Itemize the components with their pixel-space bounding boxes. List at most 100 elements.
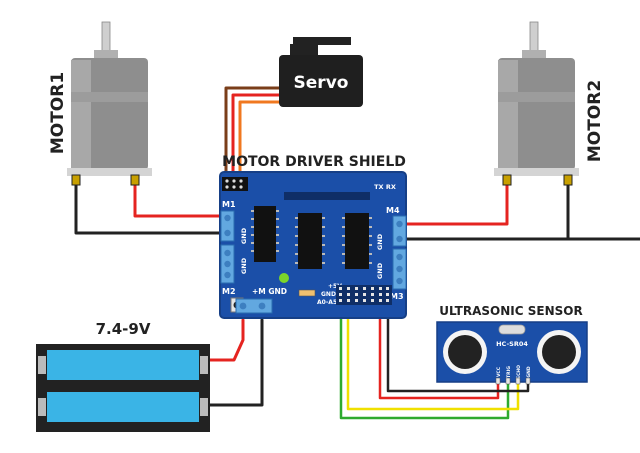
motor2: MOTOR2 bbox=[494, 21, 605, 186]
analog-header-pins bbox=[339, 287, 389, 302]
power-terminal bbox=[235, 298, 273, 314]
header-pin bbox=[225, 179, 229, 183]
battery-pack: 7.4-9V bbox=[36, 320, 210, 432]
sensor-wire-green bbox=[339, 294, 510, 420]
ultrasonic-title: ULTRASONIC SENSOR bbox=[439, 304, 582, 318]
pin-gnd-label: GND bbox=[526, 366, 532, 377]
gnd-label-right-b: GND bbox=[376, 262, 384, 279]
pin-vcc-label: VCC bbox=[496, 366, 502, 377]
battery-wire-black bbox=[206, 318, 264, 407]
chip-pins bbox=[251, 210, 372, 264]
servo-horn-bar bbox=[293, 37, 351, 45]
screw bbox=[224, 271, 231, 279]
motor2-collar bbox=[522, 50, 546, 60]
motor2-terminal-right bbox=[563, 174, 573, 186]
header-pin bbox=[232, 179, 236, 183]
motor2-shade bbox=[498, 60, 518, 168]
header-pin bbox=[239, 179, 243, 183]
screw bbox=[396, 277, 403, 285]
motor1-label: MOTOR1 bbox=[48, 72, 68, 154]
shield-title: MOTOR DRIVER SHIELD bbox=[222, 154, 406, 170]
ultrasonic-sensor: ULTRASONIC SENSOR HC-SR04 VCC TRIG ECHO … bbox=[436, 304, 588, 385]
a0a5-label: A0-A5 bbox=[317, 299, 337, 306]
m3-label: M3 bbox=[390, 292, 404, 301]
servo-horn-hub bbox=[290, 44, 318, 56]
resistor bbox=[298, 289, 316, 297]
transducer-left-mesh bbox=[448, 335, 482, 369]
header-pin bbox=[225, 185, 229, 189]
battery-contact bbox=[38, 356, 46, 374]
m1-label: M1 bbox=[222, 200, 236, 209]
battery-label: 7.4-9V bbox=[96, 320, 151, 338]
motor1-wire-red bbox=[133, 180, 224, 218]
txrx-label: TX RX bbox=[374, 183, 396, 191]
servo-wire-red bbox=[231, 93, 284, 182]
chip-3 bbox=[345, 213, 369, 269]
sensor-wire-yellow bbox=[346, 294, 520, 411]
gnd-header-label: GND bbox=[321, 291, 336, 298]
header-pin bbox=[232, 185, 236, 189]
m1-terminal bbox=[220, 210, 235, 242]
motor1-base bbox=[67, 168, 152, 176]
pin-trig-label: TRIG bbox=[506, 366, 512, 378]
m2-label: M2 bbox=[222, 287, 236, 296]
m4-label: M4 bbox=[386, 206, 400, 215]
sensor-wire-red bbox=[378, 294, 500, 400]
chip-1 bbox=[254, 206, 276, 262]
pin-echo-label: ECHO bbox=[516, 365, 522, 379]
motor1: MOTOR1 bbox=[48, 21, 152, 186]
motor1-collar bbox=[94, 50, 118, 60]
sensor-crystal bbox=[498, 324, 526, 335]
battery-cell-bottom bbox=[47, 392, 199, 422]
servo-header bbox=[222, 177, 248, 191]
screw bbox=[224, 260, 231, 268]
screw bbox=[224, 249, 231, 257]
top-pin-header bbox=[284, 192, 370, 200]
motor2-wire-black bbox=[400, 180, 570, 241]
screw bbox=[396, 235, 403, 243]
sensor-pins bbox=[495, 377, 531, 385]
screw bbox=[396, 265, 403, 273]
battery-contact bbox=[200, 398, 208, 416]
motor1-wire-black bbox=[74, 180, 224, 235]
motor2-band bbox=[498, 92, 575, 102]
battery-contact bbox=[38, 398, 46, 416]
gnd-label-right-a: GND bbox=[376, 233, 384, 250]
screw bbox=[396, 253, 403, 261]
plus5v-label: +5V bbox=[328, 283, 342, 290]
servo-label: Servo bbox=[294, 73, 349, 93]
header-pin bbox=[239, 185, 243, 189]
motor1-terminal-right bbox=[130, 174, 140, 186]
gnd-label-left-b: GND bbox=[240, 257, 248, 274]
battery-cell-top bbox=[47, 350, 199, 380]
power-led bbox=[279, 273, 289, 283]
sensor-model: HC-SR04 bbox=[496, 340, 528, 348]
servo: Servo bbox=[279, 37, 363, 107]
motor2-base bbox=[494, 168, 579, 176]
screw bbox=[224, 229, 231, 237]
power-terminal-label: +M GND bbox=[252, 287, 287, 296]
battery-wire-red bbox=[206, 318, 245, 362]
motor1-band bbox=[71, 92, 148, 102]
sensor-wire-black bbox=[386, 294, 530, 393]
screw bbox=[258, 302, 266, 310]
motor1-terminal-left bbox=[71, 174, 81, 186]
servo-wire-brown bbox=[224, 86, 284, 182]
m4-terminal bbox=[392, 215, 407, 247]
gnd-label-left-a: GND bbox=[240, 227, 248, 244]
screw bbox=[239, 302, 247, 310]
motor-driver-shield: MOTOR DRIVER SHIELD TX RX M1 M2 GND GND … bbox=[219, 154, 407, 319]
screw bbox=[224, 214, 231, 222]
servo-wire-orange bbox=[238, 100, 284, 182]
chip-2 bbox=[298, 213, 322, 269]
wires bbox=[74, 86, 640, 420]
motor1-shade bbox=[71, 60, 91, 168]
screw bbox=[396, 220, 403, 228]
transducer-right-mesh bbox=[542, 335, 576, 369]
motor2-terminal-left bbox=[502, 174, 512, 186]
servo-body bbox=[279, 55, 363, 107]
battery-contact bbox=[200, 356, 208, 374]
motor2-wire-red bbox=[400, 180, 509, 226]
motor2-label: MOTOR2 bbox=[585, 80, 605, 162]
